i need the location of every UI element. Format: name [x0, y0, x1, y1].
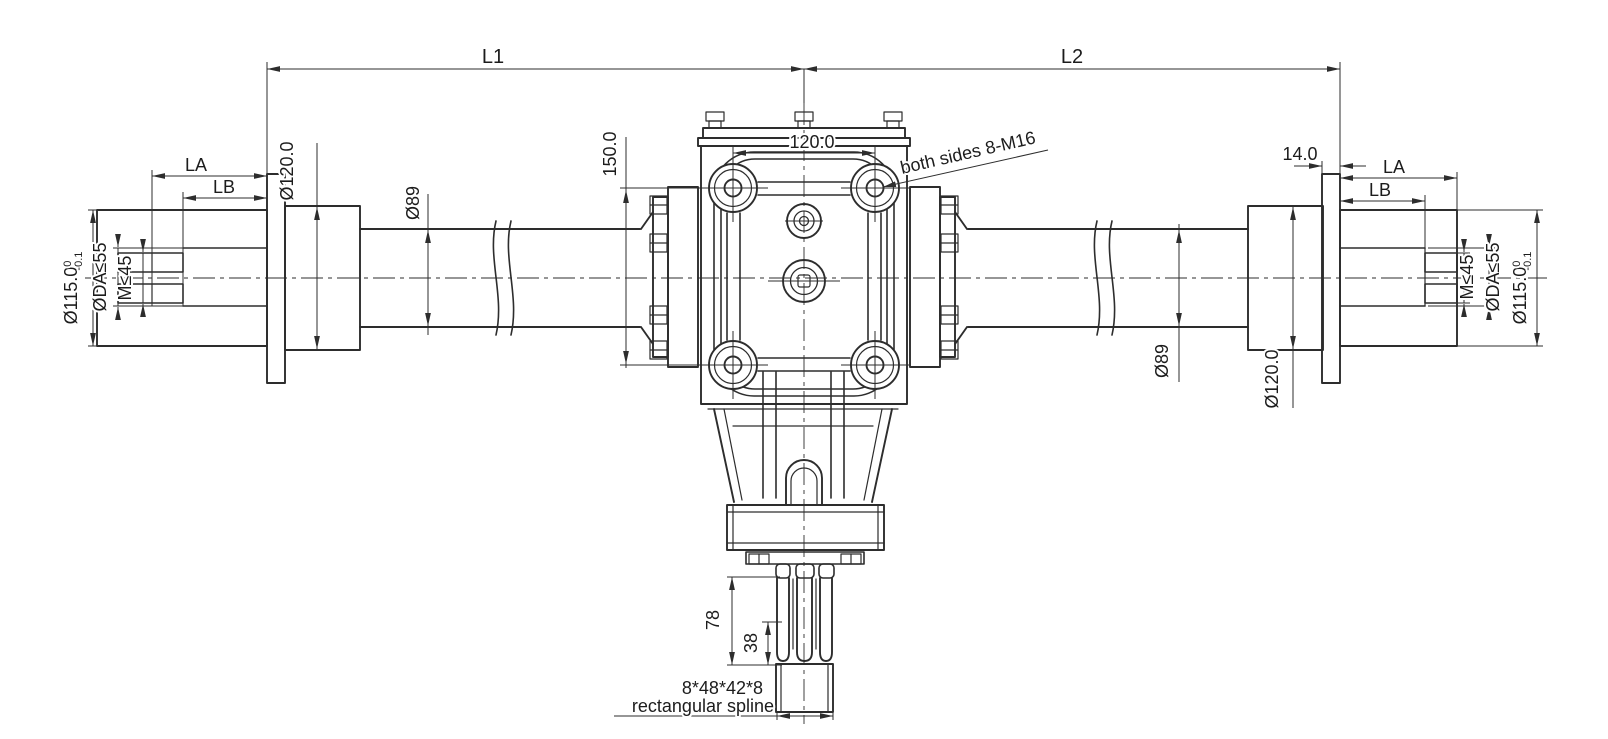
right-axle-tube	[967, 220, 1249, 336]
right-side-plate-b	[909, 186, 941, 368]
output-flange-block	[726, 504, 885, 551]
gearbox-center-ticks	[732, 147, 876, 282]
dimension-layer: L1 L2 LA LB LA LB 14.0 150.0 120.0 both …	[59, 44, 1543, 720]
left-hub-assembly	[96, 173, 361, 384]
output-band-bolts	[748, 553, 862, 565]
centerlines	[85, 103, 1550, 724]
dim-dia115-right-label: Ø115.00-0.1	[1510, 252, 1534, 325]
spline-tooth-center	[796, 577, 813, 662]
dim-la-left-label: LA	[185, 155, 207, 175]
output-flange-details	[726, 504, 885, 551]
right-side-bolts	[940, 195, 959, 360]
spline-end-block	[775, 663, 834, 713]
dim-120-label: 120.0	[789, 132, 834, 152]
dim-l1-label: L1	[482, 46, 504, 68]
left-la-lb-extensions	[151, 170, 184, 306]
right-tube-edges	[967, 228, 1249, 328]
bell-taper-outer	[713, 408, 893, 503]
right-side-plate-a	[939, 196, 956, 358]
spline-tooth-right	[819, 577, 833, 662]
gearbox-left-side-flange	[640, 186, 699, 368]
right-flange-plate	[1321, 173, 1341, 384]
dim-dia89-right-label: Ø89	[1152, 344, 1172, 378]
dim-dia115-right-extensions	[1457, 209, 1543, 347]
pto-spline-shaft	[775, 563, 835, 713]
dim-m-left-label: M≤45	[115, 256, 135, 301]
spline-type-label: rectangular spline	[632, 696, 774, 716]
overall-extension-lines	[266, 62, 1341, 174]
left-break-line-2	[507, 220, 515, 336]
dim-l2-label: L2	[1061, 46, 1083, 68]
housing-bottom-steps	[707, 408, 899, 427]
center-arch-outer	[785, 459, 823, 506]
spline-end-block-edges	[780, 663, 829, 713]
dim-dia115-left-label: Ø115.00-0.1	[61, 252, 85, 325]
left-side-plate-b	[667, 186, 699, 368]
bolt-note-label: both sides 8-M16	[898, 127, 1037, 178]
spline-back-edges	[792, 578, 817, 650]
dim-150-label: 150.0	[600, 131, 620, 176]
right-break-line-1	[1093, 220, 1101, 336]
dim-da-right-label: ØDA≤55	[1483, 243, 1503, 312]
left-side-bolts	[649, 195, 668, 360]
spline-top-nubs	[775, 563, 835, 579]
right-spline-bore-lower	[1424, 283, 1458, 304]
right-break-line-2	[1108, 220, 1116, 336]
dim-da-left-label: ØDA≤55	[90, 243, 110, 312]
right-bore-lines	[1339, 247, 1426, 307]
dim-dia120-right-label: Ø120.0	[1262, 349, 1282, 408]
bell-taper-inner	[723, 408, 883, 501]
dim-14-label: 14.0	[1282, 144, 1317, 164]
dim-lb-right-label: LB	[1369, 180, 1391, 200]
left-tube-edges	[359, 228, 641, 328]
dim-38-label: 38	[741, 633, 761, 653]
left-bore-dim-lines	[113, 247, 185, 307]
dim-la-right-label: LA	[1383, 157, 1405, 177]
dim-lb-left-label: LB	[213, 177, 235, 197]
spline-spec-label: 8*48*42*8	[682, 678, 763, 698]
bolt-note-leader	[882, 149, 1049, 188]
lower-housing	[707, 371, 899, 565]
left-flange-plate	[266, 173, 286, 384]
left-axle-tube	[359, 220, 641, 336]
spline-tooth-left	[776, 577, 790, 662]
dim-m-right-label: M≤45	[1457, 255, 1477, 300]
left-bore-lines	[182, 247, 268, 307]
dim-dia89-left-label: Ø89	[403, 186, 423, 220]
right-spline-bore-upper	[1424, 252, 1458, 273]
bell-ribs	[762, 371, 845, 499]
dim-dia120-left-label: Ø120.0	[277, 141, 297, 200]
dim-78-label: 78	[703, 610, 723, 630]
left-side-plate-a	[652, 196, 669, 358]
left-break-line-1	[492, 220, 500, 336]
gearbox-right-side-flange	[909, 186, 968, 368]
